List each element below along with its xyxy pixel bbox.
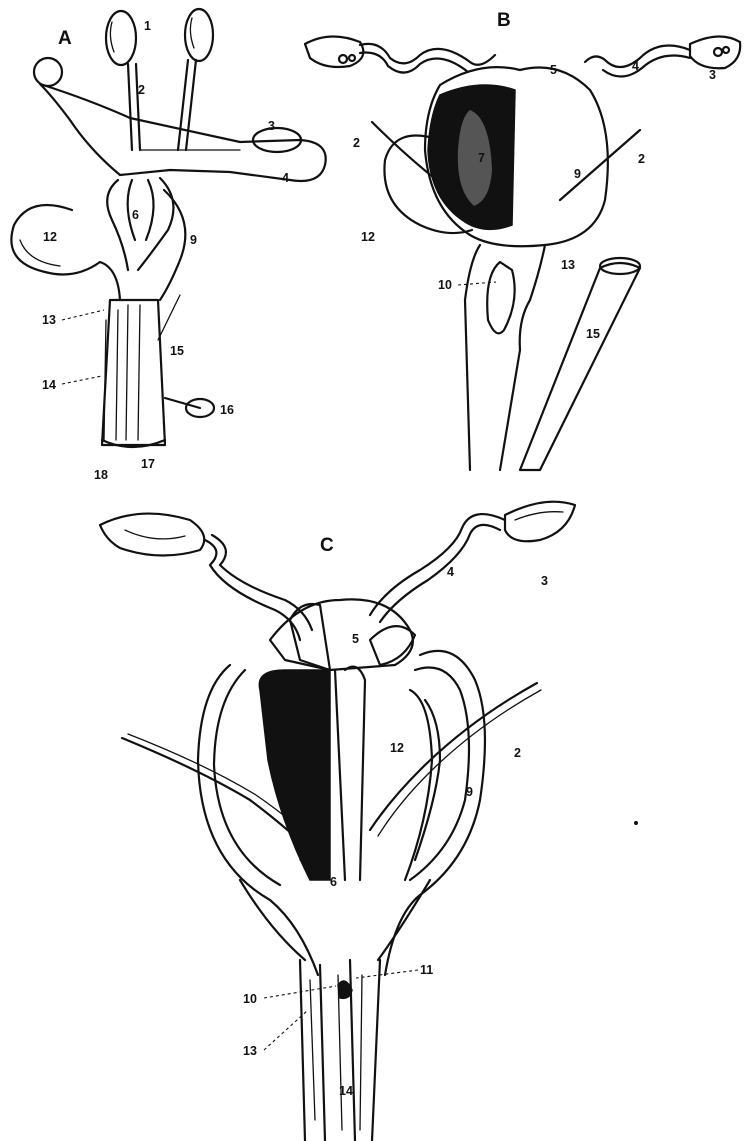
b-label-15: 15	[586, 327, 600, 341]
c-label-5: 5	[352, 632, 359, 646]
c-label-9: 9	[466, 785, 473, 799]
a-label-15: 15	[170, 344, 184, 358]
a-label-12: 12	[43, 230, 57, 244]
stray-dot	[634, 821, 638, 825]
panel-c-ovaries	[100, 502, 575, 640]
b-label-12: 12	[361, 230, 375, 244]
c-label-12: 12	[390, 741, 404, 755]
c-label-4: 4	[447, 565, 454, 579]
c-label-3: 3	[541, 574, 548, 588]
b-label-2-left: 2	[353, 136, 360, 150]
panel-b-letter: B	[497, 10, 511, 31]
a-label-6: 6	[132, 208, 139, 222]
a-label-17: 17	[141, 457, 155, 471]
c-label-10: 10	[243, 992, 257, 1006]
a-label-1: 1	[144, 19, 151, 33]
b-label-10: 10	[438, 278, 452, 292]
panel-a-canal	[102, 295, 214, 447]
b-label-2-right: 2	[638, 152, 645, 166]
a-leader-14	[62, 376, 102, 384]
a-label-2: 2	[138, 83, 145, 97]
panel-b: B 2 2	[305, 10, 740, 470]
a-label-18: 18	[94, 468, 108, 482]
panel-b-ovaries	[305, 36, 740, 76]
a-leader-13	[62, 310, 104, 320]
b-label-5: 5	[550, 63, 557, 77]
a-label-9: 9	[190, 233, 197, 247]
c-label-2: 2	[514, 746, 521, 760]
panel-a-testes	[106, 9, 213, 150]
panel-c-body	[122, 599, 541, 1141]
c-label-11: 11	[420, 963, 433, 977]
c-label-14: 14	[339, 1084, 353, 1098]
a-label-16: 16	[220, 403, 234, 417]
panel-a-letter: A	[58, 28, 72, 49]
panel-c: C	[100, 502, 638, 1141]
a-label-4: 4	[282, 171, 289, 185]
b-label-9: 9	[574, 167, 581, 181]
c-label-13: 13	[243, 1044, 257, 1058]
panel-a-ovary-band	[34, 58, 326, 181]
b-label-7: 7	[478, 151, 485, 165]
panel-a-ducts	[11, 178, 185, 300]
b-label-4: 4	[632, 59, 639, 73]
b-leader-10	[458, 282, 496, 285]
panel-c-letter: C	[320, 535, 334, 556]
panel-a: A	[11, 9, 325, 482]
c-leader-11	[356, 970, 418, 978]
a-label-3: 3	[268, 119, 275, 133]
a-label-13: 13	[42, 313, 56, 327]
a-label-14: 14	[42, 378, 56, 392]
panel-b-body	[372, 67, 640, 470]
b-label-13: 13	[561, 258, 575, 272]
c-label-6: 6	[330, 875, 337, 889]
b-label-3: 3	[709, 68, 716, 82]
